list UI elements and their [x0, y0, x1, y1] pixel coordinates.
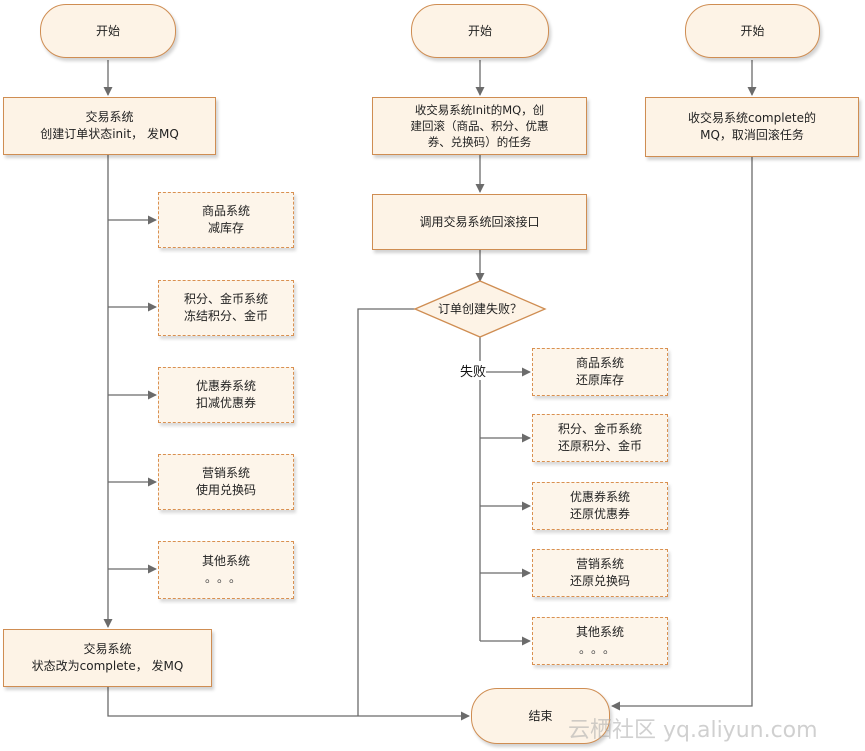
call-rollback-box: 调用交易系统回滚接口 — [372, 194, 587, 250]
order-complete-line-2: 状态改为complete， 发MQ — [31, 659, 184, 673]
restore-marketing: 营销系统 还原兑换码 — [532, 549, 668, 597]
restore-coupon-line-1: 优惠券系统 — [569, 490, 630, 504]
create-order-line-1: 交易系统 — [85, 110, 134, 124]
fail-label: 失败 — [460, 361, 487, 380]
create-order-line-2: 创建订单状态init， 发MQ — [40, 127, 179, 141]
call-rollback-label: 调用交易系统回滚接口 — [419, 214, 540, 229]
restore-points-line-1: 积分、金币系统 — [557, 422, 642, 436]
subtask-marketing-line-2: 使用兑换码 — [195, 483, 256, 497]
restore-marketing-line-2: 还原兑换码 — [569, 574, 630, 588]
receive-init-line-1: 收交易系统Init的MQ，创 — [414, 103, 545, 117]
receive-init-box: 收交易系统Init的MQ，创 建回滚（商品、积分、优惠 券、兑换码）的任务 — [372, 97, 587, 155]
decision-label: 订单创建失败？ — [437, 301, 522, 316]
restore-points-line-2: 还原积分、金币 — [557, 439, 642, 453]
restore-coupon-line-2: 还原优惠券 — [569, 507, 630, 521]
subtask-marketing-line-1: 营销系统 — [201, 466, 250, 480]
start-node-right: 开始 — [685, 4, 820, 58]
connector-right-to-end — [611, 157, 753, 711]
connector-left-to-end — [107, 687, 470, 721]
subtask-other-ellipsis: 。。。 — [204, 571, 247, 585]
subtask-coupon-line-1: 优惠券系统 — [195, 379, 256, 393]
subtask-points-line-1: 积分、金币系统 — [183, 292, 268, 306]
restore-other-line-1: 其他系统 — [575, 625, 624, 639]
subtask-points: 积分、金币系统 冻结积分、金币 — [158, 280, 294, 336]
start-label-middle: 开始 — [467, 23, 492, 38]
receive-complete-line-1: 收交易系统complete的 — [687, 111, 817, 125]
start-label-right: 开始 — [740, 23, 765, 38]
subtask-other-line-1: 其他系统 — [201, 554, 250, 568]
restore-coupon: 优惠券系统 还原优惠券 — [532, 482, 668, 530]
restore-other-ellipsis: 。。。 — [578, 642, 621, 656]
connector-decision-no — [357, 308, 415, 716]
restore-goods-line-1: 商品系统 — [575, 356, 624, 370]
subtask-goods-line-2: 减库存 — [207, 221, 244, 235]
end-node: 结束 — [471, 688, 610, 744]
receive-complete-box: 收交易系统complete的 MQ，取消回滚任务 — [645, 97, 859, 157]
start-node-middle: 开始 — [411, 4, 549, 58]
restore-goods: 商品系统 还原库存 — [532, 348, 668, 396]
receive-init-line-3: 券、兑换码）的任务 — [427, 135, 532, 149]
restore-marketing-line-1: 营销系统 — [575, 557, 624, 571]
restore-other: 其他系统 。。。 — [532, 617, 668, 665]
order-complete-box: 交易系统 状态改为complete， 发MQ — [3, 629, 212, 687]
start-node-left: 开始 — [40, 4, 176, 58]
create-order-box: 交易系统 创建订单状态init， 发MQ — [3, 97, 216, 155]
order-complete-line-1: 交易系统 — [83, 642, 132, 656]
subtask-marketing: 营销系统 使用兑换码 — [158, 454, 294, 510]
receive-complete-line-2: MQ，取消回滚任务 — [700, 128, 804, 142]
watermark-text: 云栖社区 yq.aliyun.com — [568, 718, 818, 743]
start-label-left: 开始 — [95, 23, 120, 38]
subtask-points-line-2: 冻结积分、金币 — [183, 309, 268, 323]
end-label: 结束 — [528, 708, 553, 723]
decision-diamond — [413, 280, 547, 338]
receive-init-line-2: 建回滚（商品、积分、优惠 — [410, 119, 549, 133]
restore-goods-line-2: 还原库存 — [575, 373, 624, 387]
subtask-coupon-line-2: 扣减优惠券 — [195, 396, 256, 410]
subtask-goods: 商品系统 减库存 — [158, 192, 294, 248]
decision-label-box: 订单创建失败？ — [415, 281, 545, 337]
restore-points: 积分、金币系统 还原积分、金币 — [532, 414, 668, 462]
subtask-coupon: 优惠券系统 扣减优惠券 — [158, 367, 294, 423]
subtask-other: 其他系统 。。。 — [158, 541, 294, 599]
subtask-goods-line-1: 商品系统 — [201, 204, 250, 218]
